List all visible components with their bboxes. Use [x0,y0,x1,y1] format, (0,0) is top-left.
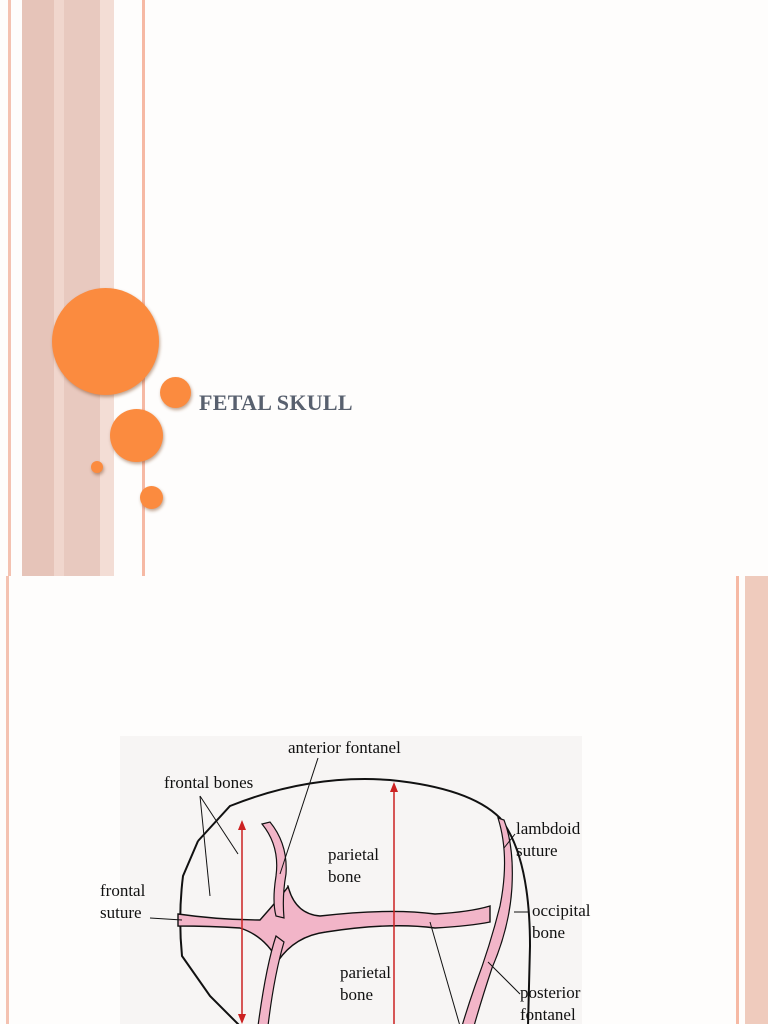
label-frontal-suture-line1: frontal [100,881,146,900]
pointer-line [503,833,516,849]
decor-circle [140,486,163,509]
decor-stripe [8,0,11,576]
pointer-line [279,757,319,875]
label-parietal-bottom-line1: parietal [340,963,391,982]
fetal-skull-diagram: anterior fontanel frontal bones frontal … [90,736,620,1024]
decor-circle-large [52,288,159,395]
label-parietal-bottom-line2: bone [340,985,373,1004]
decor-stripe [64,0,100,576]
arrow-head [238,1014,246,1024]
decor-stripe [142,0,145,576]
pointer-line [149,917,183,921]
decor-circle [110,409,163,462]
decor-circle-small [91,461,103,473]
decor-circle [160,377,191,408]
label-anterior-fontanel: anterior fontanel [288,738,401,757]
slide-title: FETAL SKULL [199,390,353,415]
decor-stripe [745,576,768,1024]
lambdoid-suture-svg [461,817,513,1024]
label-lambdoid-line2: suture [516,841,558,860]
arrow-head [238,820,246,830]
label-posterior-line2: fontanel [520,1005,576,1024]
label-occipital-line2: bone [532,923,565,942]
pointer-line [487,961,521,995]
label-occipital-line1: occipital [532,901,591,920]
decor-stripe [54,0,64,576]
decor-stripe [22,0,54,576]
label-lambdoid-line1: lambdoid [516,819,581,838]
label-posterior-line1: posterior [520,983,581,1002]
pointer-line [199,795,239,855]
decor-stripe [736,576,739,1024]
arrow-head [390,782,398,792]
pointer-line [199,795,211,897]
label-frontal-suture-line2: suture [100,903,142,922]
coronal-suture-lower [257,935,285,1024]
coronal-suture [260,821,287,919]
diagram-slide: anterior fontanel frontal bones frontal … [0,576,768,1024]
label-parietal-top-line1: parietal [328,845,379,864]
label-parietal-top-line2: bone [328,867,361,886]
title-slide: FETAL SKULL [8,0,353,576]
pointer-line [429,921,460,1024]
decor-stripe [6,576,9,1024]
label-frontal-bones: frontal bones [164,773,253,792]
skull-svg: anterior fontanel frontal bones frontal … [100,736,591,1024]
